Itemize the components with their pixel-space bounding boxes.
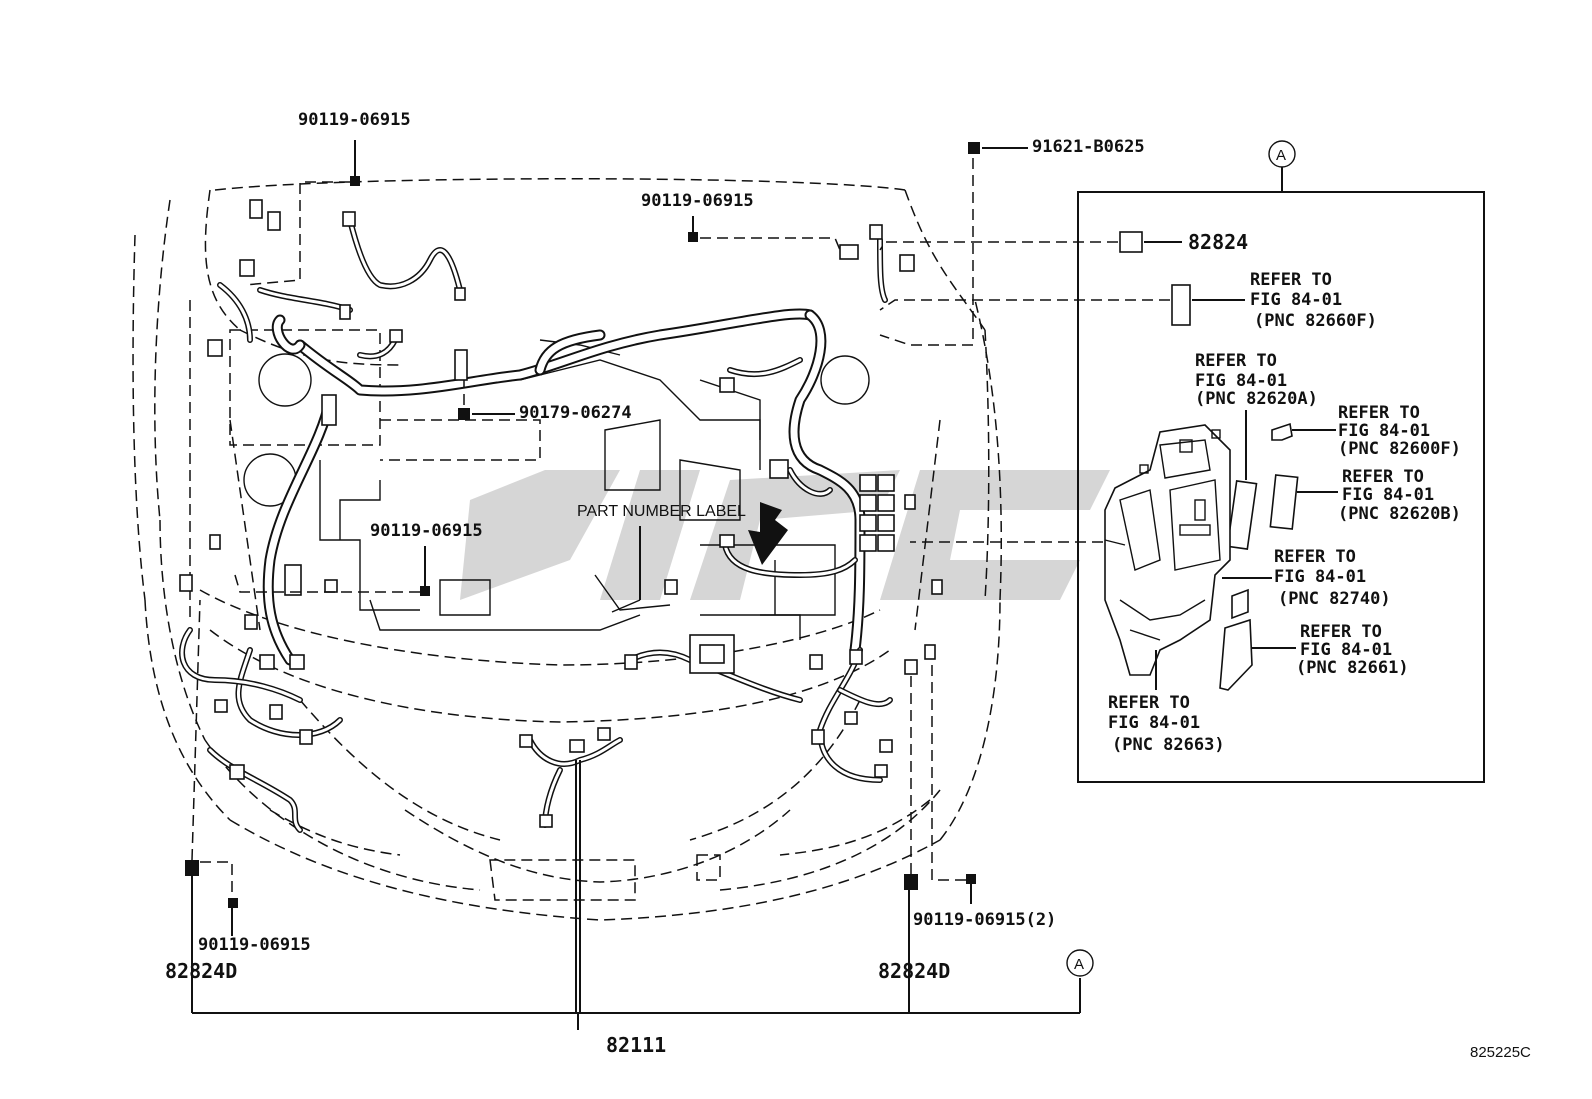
bolt-icon [688,232,698,242]
clip-top-right-label: 91621-B0625 [1032,137,1145,157]
callout-a-letter: A [1074,956,1084,973]
callout-a-letter: A [1276,147,1286,164]
refer-82620a-line2: FIG 84-01 [1195,371,1287,391]
refer-82600f-line3: (PNC 82600F) [1338,439,1461,459]
bolt-bottom-left-label: 90119-06915 [198,935,311,955]
relay-block-icon [1119,231,1143,253]
clip-icon [968,142,980,154]
cover-icon [1219,618,1253,691]
bracket-icon [185,860,199,876]
bolt-top-left-label: 90119-06915 [298,110,411,130]
bolt-icon [228,898,238,908]
refer-82620b-line3: (PNC 82620B) [1338,504,1461,524]
clip-icon [458,408,470,420]
bracket-right-label: 82824D [878,959,950,983]
refer-82661-line3: (PNC 82661) [1296,658,1409,678]
detail-box-a: A 82824 REFER TO FIG 84-01 (PNC 82660F) … [879,140,1485,783]
watermark-stroke [600,470,700,600]
harness-connectors [179,199,943,828]
refer-82660f-line3: (PNC 82660F) [1254,311,1377,331]
refer-82660f-line2: FIG 84-01 [1250,290,1342,310]
part-number-label-text: PART NUMBER LABEL [577,503,746,520]
refer-82661-line1: REFER TO [1300,622,1382,642]
refer-82620a-line1: REFER TO [1195,351,1277,371]
engine-wire-harness [179,217,893,833]
refer-82620b-line1: REFER TO [1342,467,1424,487]
relay-icon [1171,284,1191,326]
bolt-center-left-label: 90119-06915 [370,521,483,541]
fuse-icon [1271,422,1293,441]
fastener-callouts: 90119-06915 90119-06915 91621-B0625 9017… [165,110,1145,1057]
bracket-left-label: 82824D [165,959,237,983]
watermark-stroke [460,470,620,600]
refer-82663-line2: FIG 84-01 [1108,713,1200,733]
watermark [460,470,1110,600]
bolt-icon [420,586,430,596]
refer-82663-line1: REFER TO [1108,693,1190,713]
clip-center-label: 90179-06274 [519,403,632,423]
arrow-pointer-icon [748,502,788,565]
fuse-icon [1269,474,1299,530]
callout-a-circle [1066,949,1094,977]
refer-82661-line2: FIG 84-01 [1300,640,1392,660]
figure-code: 825225C [1470,1044,1531,1061]
bolt-icon [966,874,976,884]
cover-icon [1231,588,1249,620]
refer-82660f-line1: REFER TO [1250,270,1332,290]
detail-box-frame [1077,191,1485,783]
main-harness-label: 82111 [606,1033,666,1057]
fuse-icon [1226,480,1258,550]
bolt-bottom-right-label: 90119-06915(2) [913,910,1056,930]
refer-82600f-line1: REFER TO [1338,403,1420,423]
fuse-block-icon [1104,424,1231,676]
refer-82740-line1: REFER TO [1274,547,1356,567]
refer-82620a-line3: (PNC 82620A) [1195,389,1318,409]
refer-82600f-line2: FIG 84-01 [1338,421,1430,441]
bolt-icon [350,176,360,186]
relay-block-label: 82824 [1188,230,1248,254]
watermark-stroke [880,470,1110,600]
refer-82663-line3: (PNC 82663) [1112,735,1225,755]
bolt-top-mid-label: 90119-06915 [641,191,754,211]
bracket-icon [904,874,918,890]
refer-82740-line3: (PNC 82740) [1278,589,1391,609]
refer-82740-line2: FIG 84-01 [1274,567,1366,587]
refer-82620b-line2: FIG 84-01 [1342,485,1434,505]
